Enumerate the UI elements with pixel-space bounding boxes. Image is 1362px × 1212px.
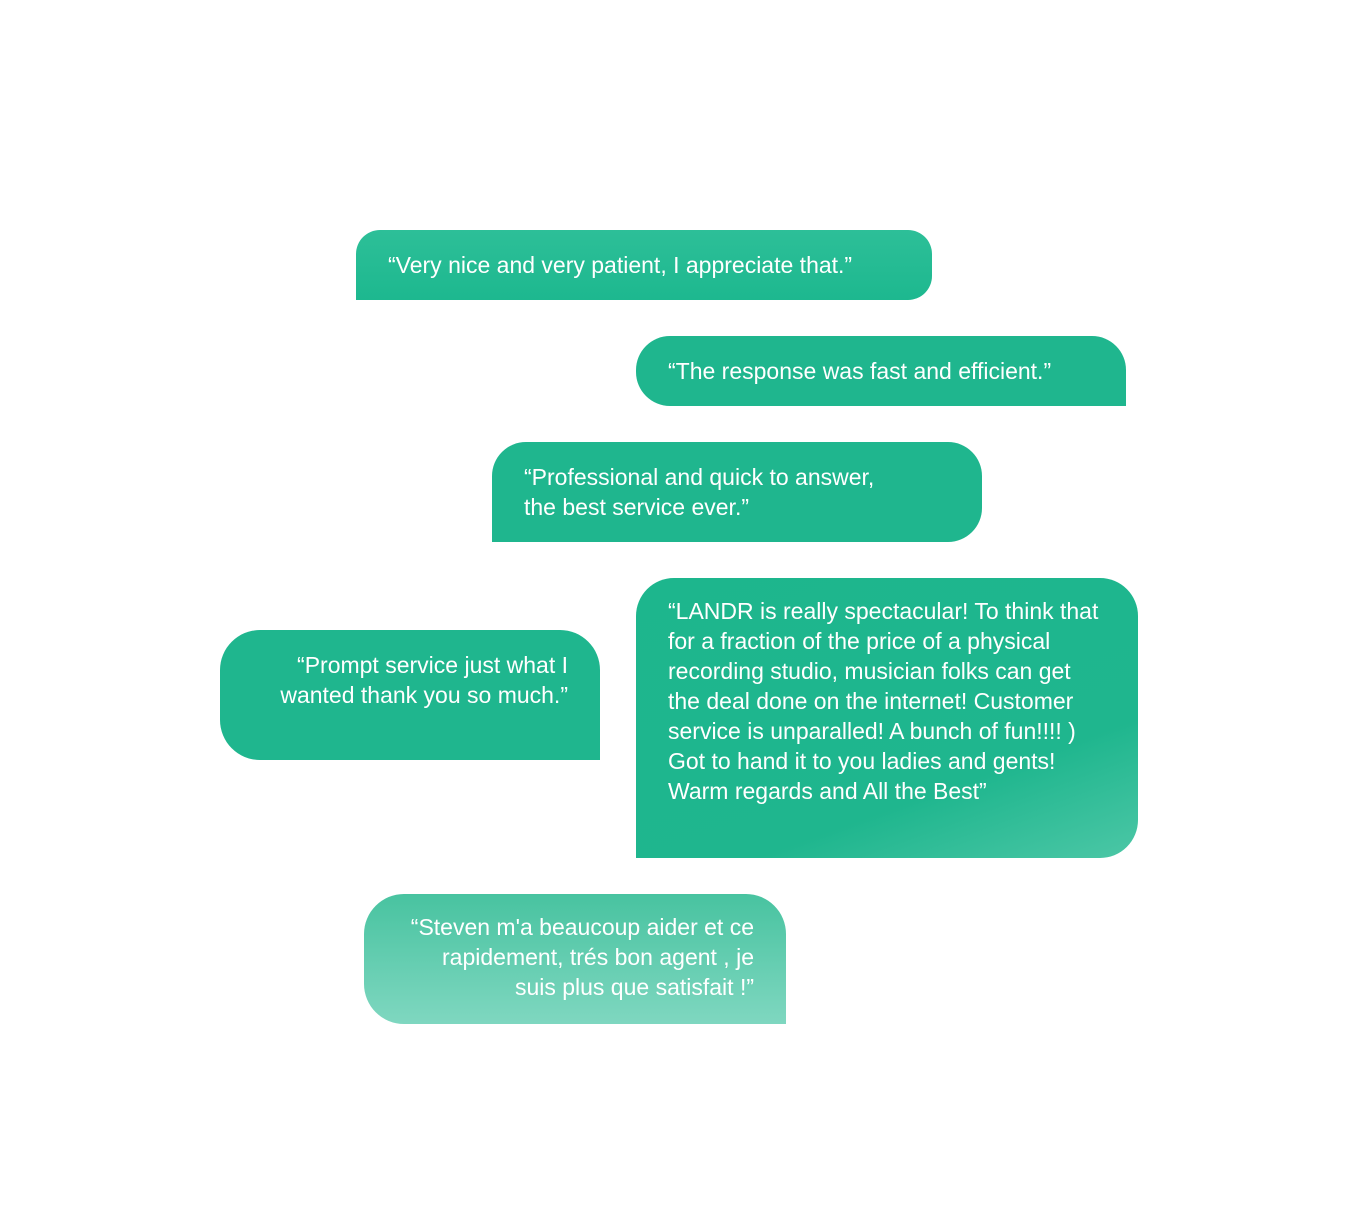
testimonial-bubble: “Prompt service just what I wanted thank…: [220, 630, 600, 760]
testimonial-bubble: “Professional and quick to answer, the b…: [492, 442, 982, 542]
testimonial-text: “The response was fast and efficient.”: [668, 358, 1052, 384]
testimonial-text: “Very nice and very patient, I appreciat…: [388, 252, 853, 278]
testimonial-text: “Steven m'a beaucoup aider et ce rapidem…: [410, 914, 754, 1000]
testimonial-bubble: “The response was fast and efficient.”: [636, 336, 1126, 406]
testimonial-text: “Professional and quick to answer, the b…: [524, 464, 875, 520]
testimonial-text: “Prompt service just what I wanted thank…: [280, 652, 568, 708]
testimonial-text: “LANDR is really spectacular! To think t…: [668, 598, 1099, 804]
testimonial-bubble: “Very nice and very patient, I appreciat…: [356, 230, 932, 300]
testimonial-bubble: “LANDR is really spectacular! To think t…: [636, 578, 1138, 858]
testimonial-bubble: “Steven m'a beaucoup aider et ce rapidem…: [364, 894, 786, 1024]
